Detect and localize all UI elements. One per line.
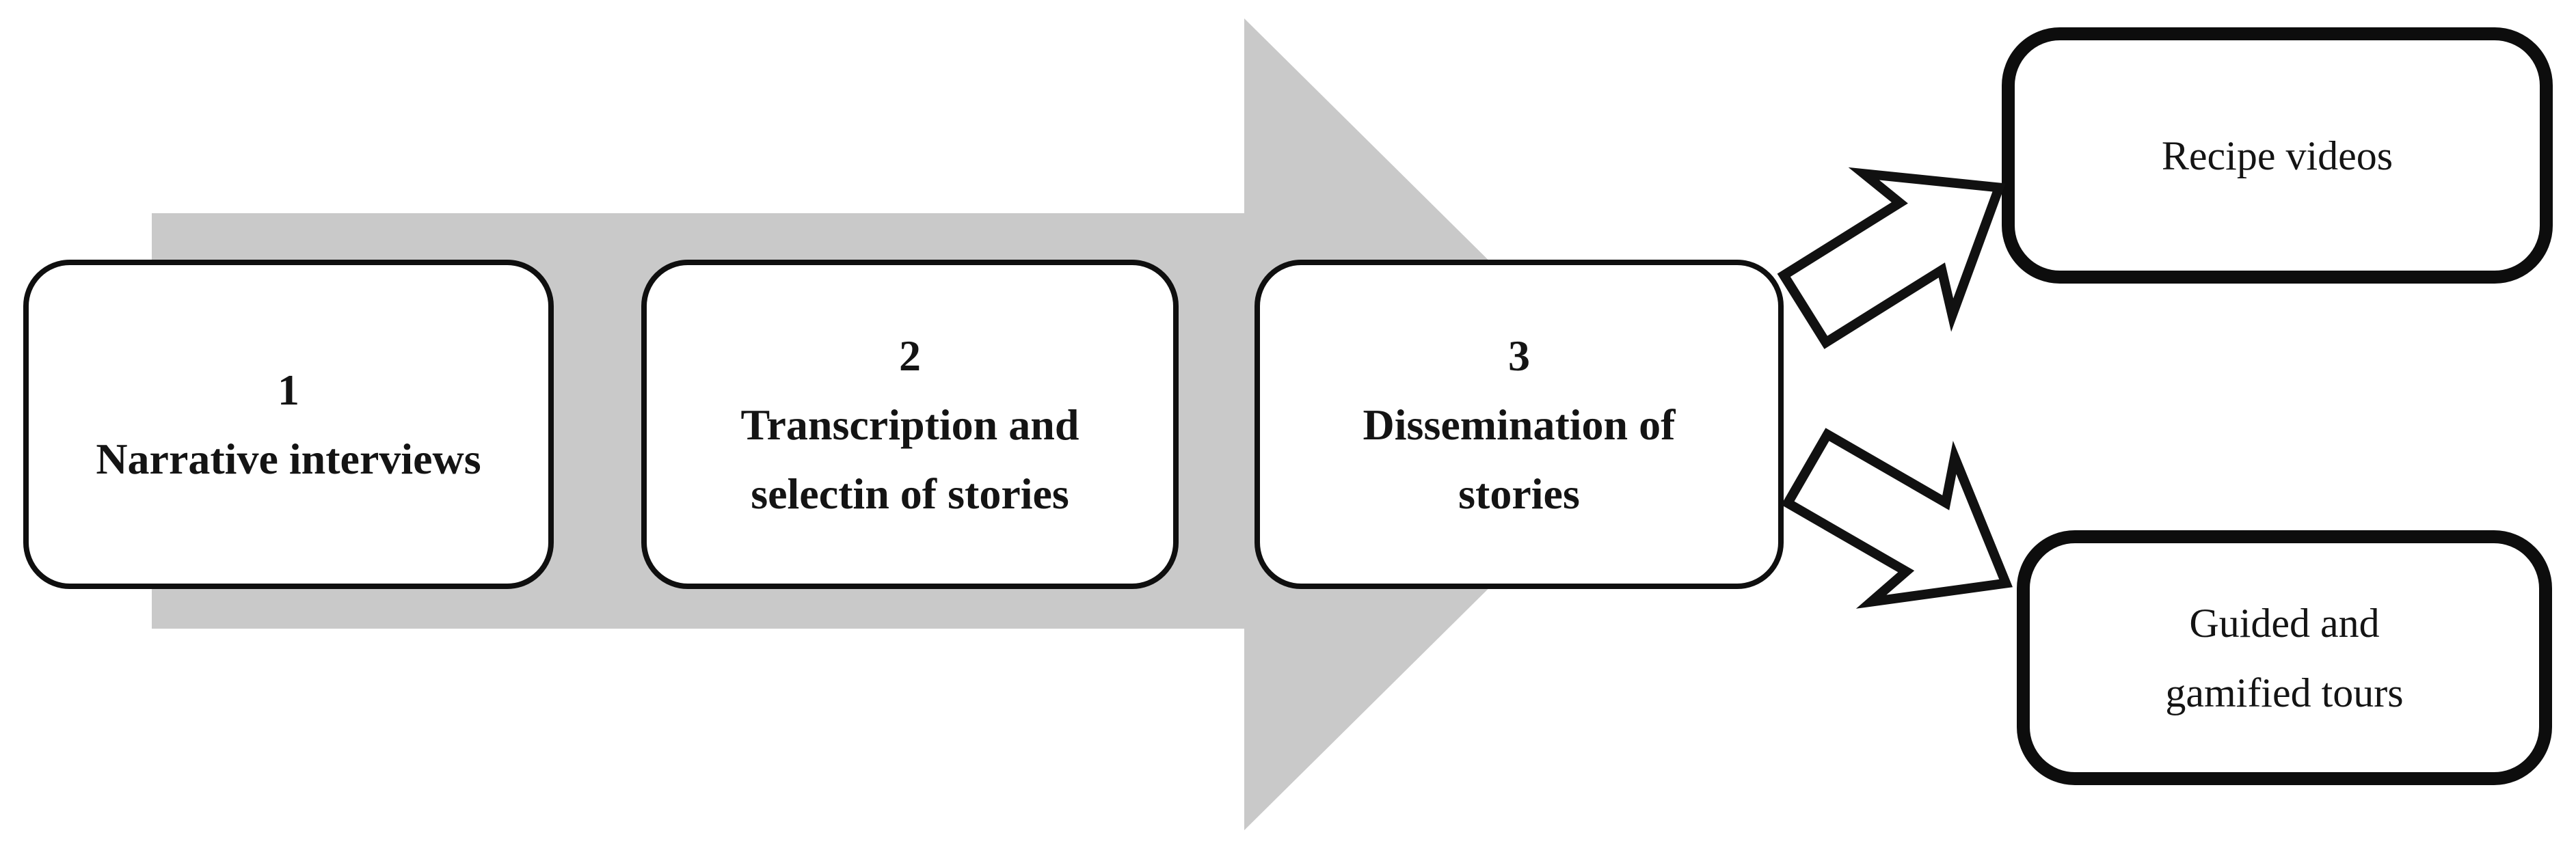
output-box-guided-gamified-tours: Guided and gamified tours [2017,530,2552,785]
output-recipe-videos-label: Recipe videos [2161,133,2393,178]
output-box-recipe-videos: Recipe videos [2002,27,2553,284]
output-guided-gamified-tours-label: Guided and gamified tours [2165,600,2404,715]
stage-3-label: 3 Dissemination of stories [1363,331,1676,518]
stage-2-label: 2 Transcription and selectin of stories [740,331,1079,518]
stage-box-3: 3 Dissemination of stories [1255,260,1784,589]
stage-1-label: 1 Narrative interviews [96,366,481,483]
stage-box-2: 2 Transcription and selectin of stories [641,260,1179,589]
stage-box-1: 1 Narrative interviews [23,260,554,589]
